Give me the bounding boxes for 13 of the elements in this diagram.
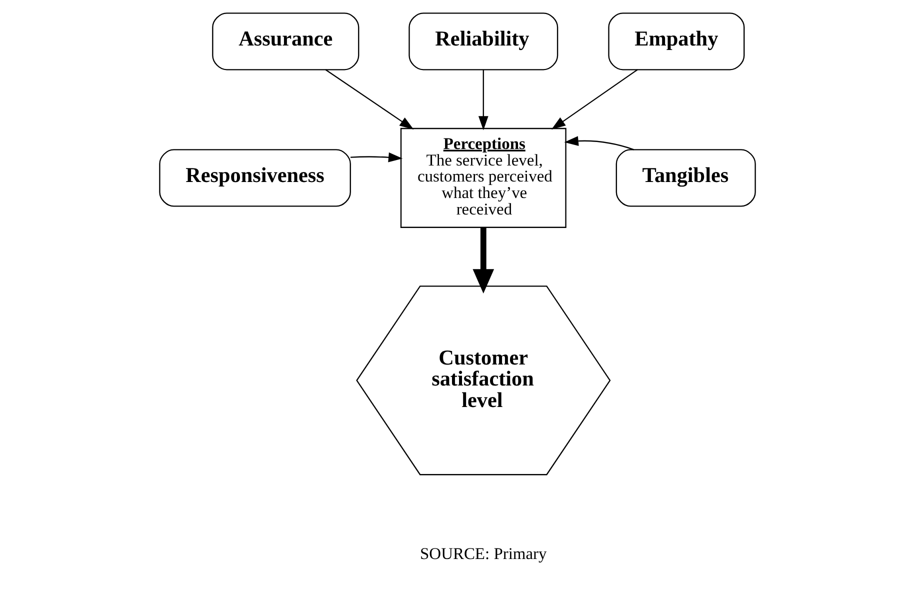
node-box: Reliability [408,12,558,70]
node-box: Perceptions The service level, customers perceived what they’ve received [400,128,566,228]
node-box: Empathy [608,12,744,70]
label: SOURCE: Primary [420,544,546,563]
node-box: Assurance [212,12,359,70]
node-box: Responsiveness [158,149,350,207]
arrow [564,136,634,150]
arrow [478,70,488,130]
node-box: Tangibles [615,149,756,207]
arrow [350,152,402,162]
arrow [550,69,638,130]
arrow [472,228,494,294]
arrow [324,69,414,130]
